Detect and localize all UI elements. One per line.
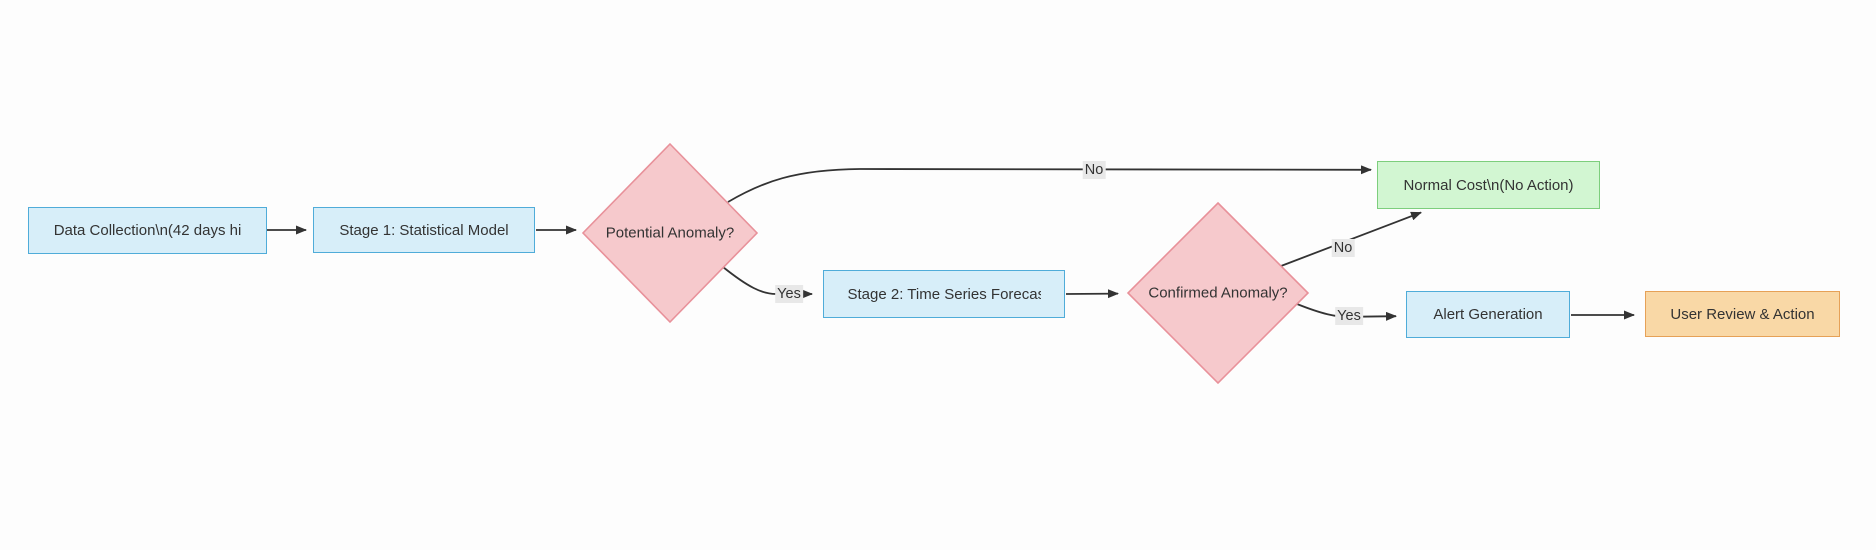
node-stage1-statistical-model: Stage 1: Statistical Model [313, 207, 535, 253]
node-normal-cost-label: Normal Cost\n(No Action) [1403, 176, 1574, 194]
edge-label-yes-confirmed-to-alert: Yes [1335, 307, 1363, 325]
node-stage2-label: Stage 2: Time Series Forecas [847, 285, 1041, 303]
node-user-review-action: User Review & Action [1645, 291, 1840, 337]
node-alert-generation-label: Alert Generation [1433, 306, 1543, 323]
edge-label-no-confirmed-to-normal: No [1331, 239, 1355, 257]
node-confirmed-anomaly-diamond [1126, 201, 1310, 385]
node-potential-anomaly-diamond [581, 142, 759, 324]
edge-label-no-potential-to-normal: No [1082, 161, 1106, 179]
node-normal-cost: Normal Cost\n(No Action) [1377, 161, 1600, 209]
node-data-collection-label: Data Collection\n(42 days hi [53, 222, 242, 239]
node-alert-generation: Alert Generation [1406, 291, 1570, 338]
node-data-collection: Data Collection\n(42 days hi [28, 207, 267, 254]
edge-potential-to-normal [727, 165, 1372, 203]
edge-label-yes-potential-to-stage2: Yes [775, 285, 803, 303]
node-stage2-time-series-forecast: Stage 2: Time Series Forecas [823, 270, 1065, 318]
node-user-review-action-label: User Review & Action [1670, 305, 1815, 323]
node-stage1-label: Stage 1: Statistical Model [339, 221, 509, 239]
